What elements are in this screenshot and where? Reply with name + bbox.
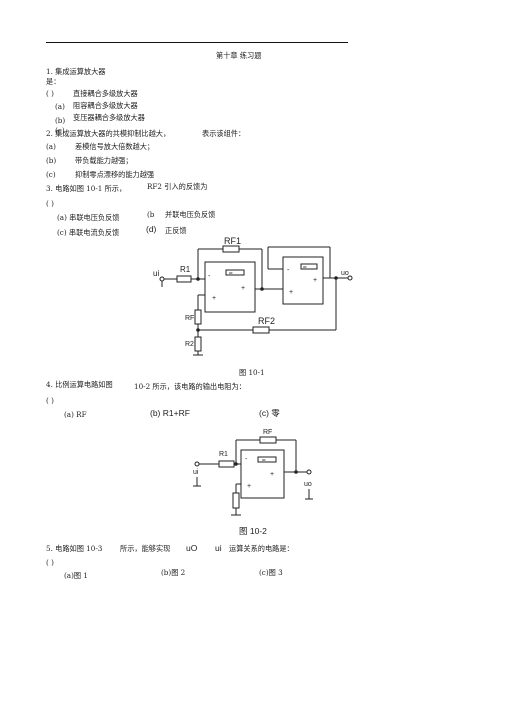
opamp-2-gain-box	[300, 263, 318, 270]
q2-option-c-mark: (c)	[46, 170, 56, 179]
q5-option-a: (a)图 1	[64, 571, 88, 580]
q5-option-b: (b)图 2	[161, 568, 186, 577]
label-ui: ui	[153, 269, 159, 278]
q4-option-b: (b) R1+RF	[150, 408, 190, 418]
label-r2: R2	[185, 341, 194, 348]
q5-stem-tail: 运算关系的电路是：	[229, 544, 294, 553]
q2-stem-tail: 表示该组件：	[202, 129, 246, 138]
q3-option-b-mark: (b	[147, 210, 155, 219]
q3-option-a: (a) 串联电压负反馈	[57, 213, 120, 222]
opamp-1-plus: +	[212, 295, 216, 302]
label-r1: R1	[180, 265, 191, 274]
q4-answer-paren: ( )	[46, 396, 54, 405]
q3-rf2-text: RF2 引入的反馈为	[147, 182, 208, 191]
label-rf: RF	[185, 315, 194, 322]
input-terminal	[194, 461, 200, 467]
opamp-out-plus: +	[270, 471, 274, 478]
q3-option-c: (c) 串联电流负反馈	[57, 228, 120, 237]
opamp-gain-box	[257, 456, 277, 463]
header-rule	[46, 42, 348, 43]
q5-ui-symbol: ui	[215, 543, 222, 553]
q4-stem-tail: 10-2 所示，该电路的输出电阻为：	[134, 382, 246, 391]
opamp-1	[204, 261, 256, 313]
opamp-2-plus: +	[289, 289, 293, 296]
q4-option-a: (a) RF	[64, 410, 87, 419]
opamp-2	[282, 256, 324, 305]
opamp-1-out-plus: +	[241, 285, 245, 292]
q1-stem-cont: 是：	[46, 77, 61, 86]
label-rf2: RF2	[258, 316, 275, 326]
q2-stem: 2. 集成运算放大器的共模抑制比越大，	[46, 129, 171, 138]
q5-stem: 5. 电路如图 10-3	[46, 544, 103, 553]
figure-10-1-caption: 图 10-1	[239, 368, 265, 377]
q1-stem: 1. 集成运算放大器	[46, 67, 106, 76]
q2-option-a-text: 差模信号放大倍数越大；	[75, 142, 155, 151]
q1-option-c-mark: (b)	[55, 116, 66, 125]
q1-answer-paren: ( )	[46, 89, 54, 98]
opamp-1-gain-box	[225, 269, 245, 276]
q2-option-b-text: 带负载能力越强；	[75, 156, 133, 165]
q3-option-d-mark: (d)	[146, 224, 157, 234]
q4-stem: 4. 比例运算电路如图	[46, 380, 113, 389]
q1-option-b-mark: (a)	[55, 102, 65, 111]
output-terminal	[347, 275, 353, 281]
label-rf: RF	[263, 429, 272, 436]
q3-option-b-text: 并联电压负反馈	[165, 210, 216, 219]
q5-stem-mid: 所示，能够实现	[120, 544, 171, 553]
q3-stem: 3. 电路如图 10-1 所示，	[46, 184, 127, 193]
q1-option-a-text: 直接耦合多级放大器	[73, 89, 138, 98]
opamp-1-gain-symbol: ∞	[229, 271, 233, 277]
q3-option-d-text: 正反馈	[165, 226, 187, 235]
opamp-1-minus: -	[208, 273, 211, 280]
opamp	[240, 449, 285, 499]
resistor-rf	[259, 436, 277, 444]
q3-answer-paren: ( )	[46, 199, 54, 208]
figure-10-2-caption: 图 10-2	[239, 526, 267, 536]
opamp-2-minus: -	[287, 267, 290, 274]
q2-option-a-mark: (a)	[46, 142, 56, 151]
resistor-r2	[232, 492, 240, 509]
q4-option-c: (c) 零	[259, 408, 280, 418]
page-title: 第十章 练习题	[216, 51, 262, 60]
opamp-2-gain-symbol: ∞	[303, 265, 307, 271]
q1-option-c2-mark: (c)	[55, 126, 65, 135]
q5-option-c: (c)图 3	[259, 568, 283, 577]
opamp-gain-symbol: ∞	[262, 458, 266, 464]
q1-option-b-text: 阻容耦合多级放大器	[73, 101, 138, 110]
q5-answer-paren: ( )	[46, 558, 54, 567]
label-uo: uo	[341, 270, 349, 277]
label-ui: ui	[193, 469, 199, 476]
label-r1: R1	[219, 451, 228, 458]
opamp-2-out-plus: +	[313, 277, 317, 284]
output-terminal	[306, 469, 312, 475]
q2-option-c-text: 抑制零点漂移的能力越强	[75, 170, 155, 179]
q1-option-c-text: 变压器耦合多级放大器	[73, 113, 145, 122]
opamp-minus: -	[245, 456, 248, 463]
q2-option-b-mark: (b)	[46, 156, 57, 165]
label-rf1: RF1	[224, 236, 241, 246]
resistor-r1	[218, 460, 235, 468]
label-uo: uo	[304, 481, 312, 488]
opamp-plus: +	[247, 483, 251, 490]
q5-uo-symbol: uO	[186, 543, 198, 553]
